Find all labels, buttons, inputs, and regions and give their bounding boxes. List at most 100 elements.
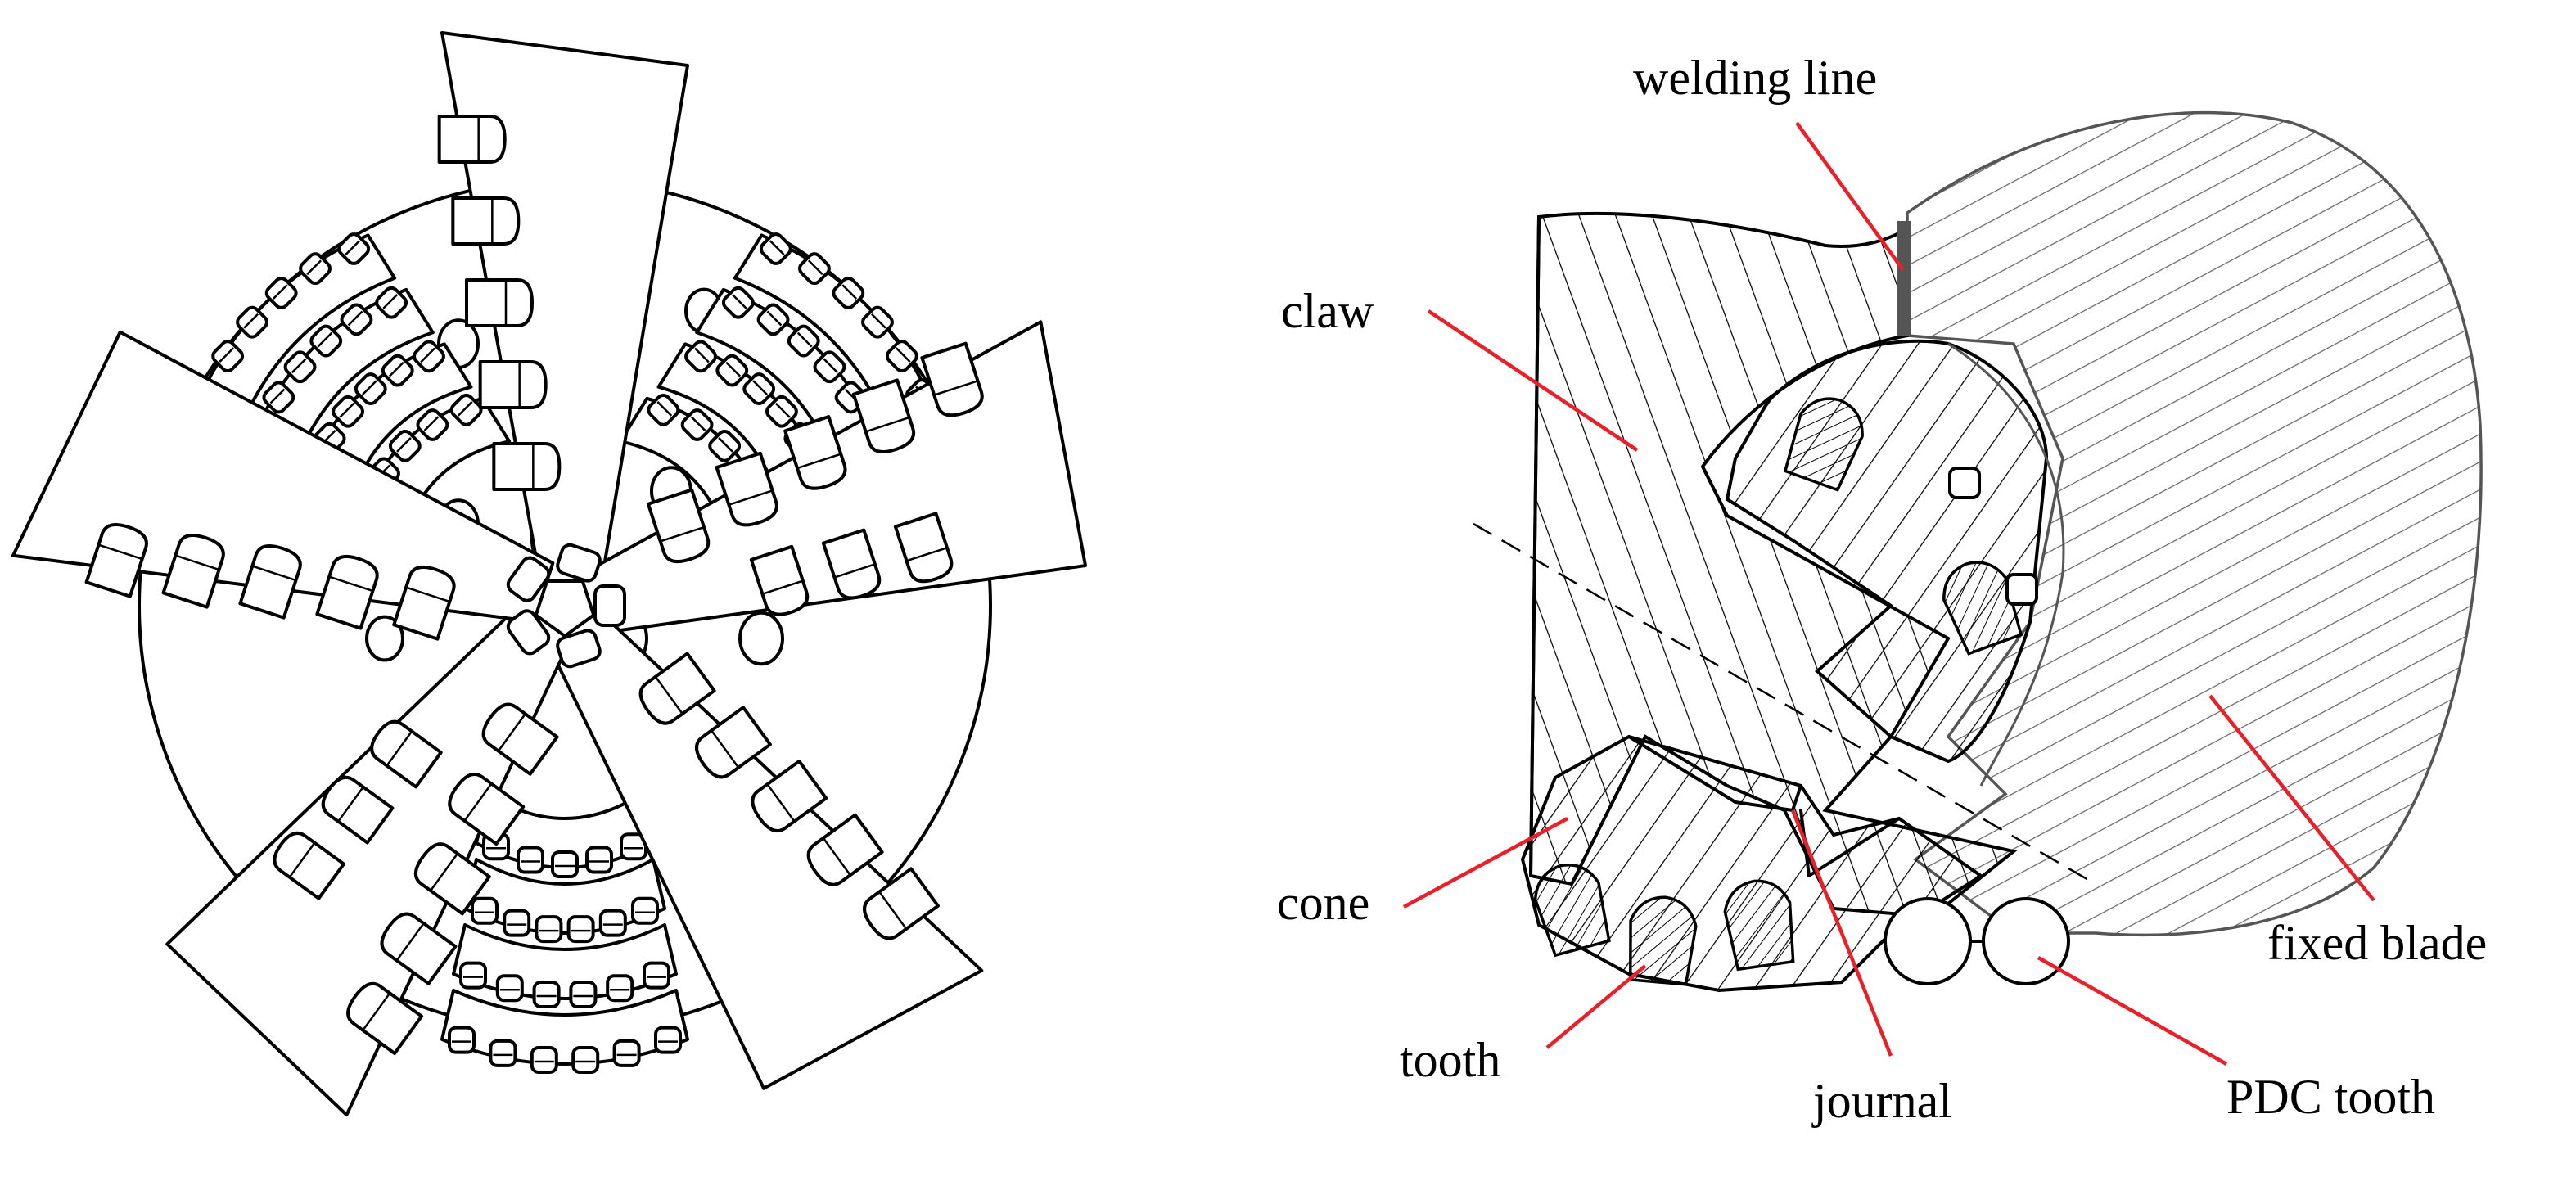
cutter-body bbox=[751, 759, 828, 832]
cone-insert-tooth bbox=[813, 350, 846, 384]
cone-insert-tooth bbox=[375, 286, 408, 319]
insert-edge bbox=[457, 401, 473, 417]
cone-insert-tooth bbox=[606, 974, 634, 1003]
callout-labels: welding line claw cone tooth journal PDC… bbox=[1277, 51, 2487, 1128]
insert-tooth bbox=[1783, 397, 1864, 492]
pdc-cutter bbox=[749, 544, 810, 616]
cone-insert-tooth bbox=[309, 324, 343, 358]
cutter-body bbox=[465, 278, 534, 327]
cone-insert-tooth bbox=[517, 846, 544, 874]
pdc-tooth-circle bbox=[1884, 897, 1972, 985]
insert-edge bbox=[362, 380, 377, 396]
insert-edge bbox=[871, 313, 886, 329]
cutter-body bbox=[437, 115, 507, 164]
cutter-body bbox=[646, 488, 711, 564]
insert-tooth bbox=[1942, 561, 2023, 656]
insert-edge bbox=[725, 361, 742, 377]
center-cutter bbox=[506, 609, 551, 656]
cone-insert-tooth bbox=[283, 350, 317, 384]
pdc-cutter bbox=[161, 534, 225, 609]
pdc-cutter bbox=[806, 813, 884, 886]
cone-back-face bbox=[1627, 735, 1802, 812]
label-fixed-blade: fixed blade bbox=[2267, 916, 2487, 970]
insert-edge bbox=[807, 259, 823, 276]
pdc-blade bbox=[579, 320, 1088, 635]
pdc-cutter bbox=[851, 378, 916, 453]
pdc-cutter bbox=[370, 719, 443, 789]
pdc-cutter bbox=[893, 512, 954, 584]
cone-insert-tooth bbox=[337, 232, 371, 265]
leader-welding-line bbox=[1795, 121, 1905, 272]
cutter-face bbox=[337, 787, 364, 822]
cutter-face bbox=[878, 891, 907, 929]
cone-insert-tooth bbox=[332, 395, 364, 428]
cone-insert-tooth bbox=[680, 408, 714, 441]
cone-insert-tooth bbox=[535, 915, 563, 944]
nozzle-hole bbox=[738, 611, 784, 666]
cutter-body bbox=[238, 544, 302, 620]
cutter-body bbox=[392, 566, 456, 641]
cutter-face bbox=[252, 565, 295, 581]
cone-insert-tooth bbox=[708, 429, 742, 462]
pdc-cutter bbox=[413, 842, 491, 916]
pdc-cutter bbox=[84, 523, 148, 598]
cone-insert-tooth bbox=[765, 395, 798, 428]
insert-edge bbox=[269, 388, 286, 404]
cutter-body bbox=[481, 702, 559, 776]
cone-insert-tooth bbox=[532, 981, 561, 1009]
cutter-face bbox=[823, 837, 851, 876]
cutter-body bbox=[451, 196, 521, 246]
cutter-face bbox=[661, 526, 704, 543]
pdc-cutter bbox=[695, 706, 772, 779]
claw-left-edge bbox=[1529, 215, 1541, 877]
pdc-cutter bbox=[392, 566, 456, 641]
cone-insert-tooth bbox=[448, 1026, 476, 1054]
cone-insert-tooth bbox=[211, 340, 245, 372]
cone-row-band bbox=[192, 233, 397, 438]
cutter-body bbox=[749, 544, 810, 616]
cutter-face bbox=[175, 554, 219, 570]
pdc-cutter bbox=[783, 415, 847, 490]
cutter-body bbox=[695, 706, 772, 779]
section-teeth bbox=[1533, 397, 2038, 986]
internal-chamfer bbox=[1947, 342, 2065, 787]
pdc-blade bbox=[548, 609, 984, 1090]
cutter-body bbox=[893, 512, 954, 584]
cutter-body bbox=[783, 415, 847, 490]
cone-insert-tooth bbox=[388, 429, 422, 462]
label-tooth: tooth bbox=[1400, 1033, 1500, 1087]
cone-insert-tooth bbox=[631, 896, 659, 925]
insert-tooth bbox=[1629, 895, 1698, 986]
pdc-cutter bbox=[478, 360, 548, 409]
pdc-cutter bbox=[715, 451, 778, 527]
welding-line-mark bbox=[1897, 221, 1911, 336]
cone-insert-tooth bbox=[715, 354, 749, 387]
cutter-face bbox=[835, 563, 875, 579]
tooth-outline bbox=[1783, 397, 1864, 492]
small-insert bbox=[2005, 573, 2038, 606]
cone-insert-tooth bbox=[647, 393, 680, 426]
tooth-outline bbox=[1629, 895, 1698, 986]
cutter-face bbox=[866, 417, 909, 433]
cone-insert-tooth bbox=[721, 286, 755, 319]
insert-edge bbox=[345, 240, 361, 255]
leader-lines bbox=[1402, 121, 2375, 1066]
cutter-body bbox=[478, 360, 548, 409]
cone-insert-tooth bbox=[530, 1045, 558, 1074]
insert-edge bbox=[690, 416, 706, 431]
leader-cone bbox=[1402, 817, 1569, 909]
center-cutter bbox=[556, 543, 602, 583]
label-welding-line: welding line bbox=[1633, 51, 1877, 105]
cutter-face bbox=[655, 676, 683, 714]
cone-insert-tooth bbox=[262, 381, 295, 414]
small-insert bbox=[1948, 467, 1981, 499]
pdc-cutter bbox=[346, 981, 424, 1055]
insert-edge bbox=[823, 358, 839, 374]
cone-insert-tooth bbox=[489, 1039, 517, 1067]
cutter-body bbox=[821, 528, 882, 600]
cutter-body bbox=[413, 842, 491, 916]
cone-insert-tooth bbox=[832, 277, 865, 309]
insert-edge bbox=[317, 331, 333, 348]
leader-journal bbox=[1790, 809, 1893, 1057]
cutter-face bbox=[386, 731, 413, 766]
